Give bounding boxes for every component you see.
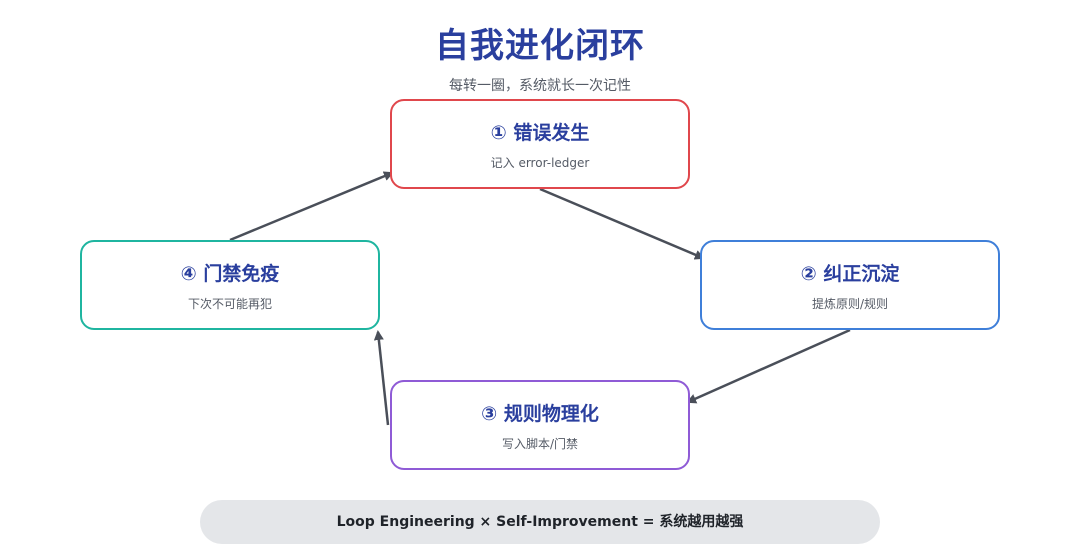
node-gate-immunity: ④ 门禁免疫 下次不可能再犯 — [80, 240, 380, 330]
node-subtitle: 下次不可能再犯 — [187, 297, 272, 311]
node-subtitle: 提炼原则/规则 — [811, 297, 889, 311]
arrow-4-to-1 — [229, 171, 394, 242]
node-rule-materialization: ③ 规则物理化 写入脚本/门禁 — [390, 380, 690, 470]
arrow-3-to-4 — [373, 330, 390, 426]
summary-banner: Loop Engineering × Self-Improvement = 系统… — [200, 500, 880, 544]
node-title: ② 纠正沉淀 — [800, 263, 900, 285]
node-subtitle: 写入脚本/门禁 — [501, 437, 579, 451]
node-subtitle: 记入 error-ledger — [490, 156, 590, 170]
node-correction: ② 纠正沉淀 提炼原则/规则 — [700, 240, 1000, 330]
node-title: ④ 门禁免疫 — [180, 263, 280, 285]
arrow-1-to-2 — [539, 187, 705, 260]
diagram-subtitle: 每转一圈，系统就长一次记性 — [449, 78, 631, 94]
diagram-title: 自我进化闭环 — [435, 26, 645, 66]
node-title: ① 错误发生 — [490, 122, 590, 144]
arrow-2-to-3 — [686, 328, 851, 404]
node-error-occurs: ① 错误发生 记入 error-ledger — [390, 99, 690, 189]
node-title: ③ 规则物理化 — [481, 403, 599, 425]
